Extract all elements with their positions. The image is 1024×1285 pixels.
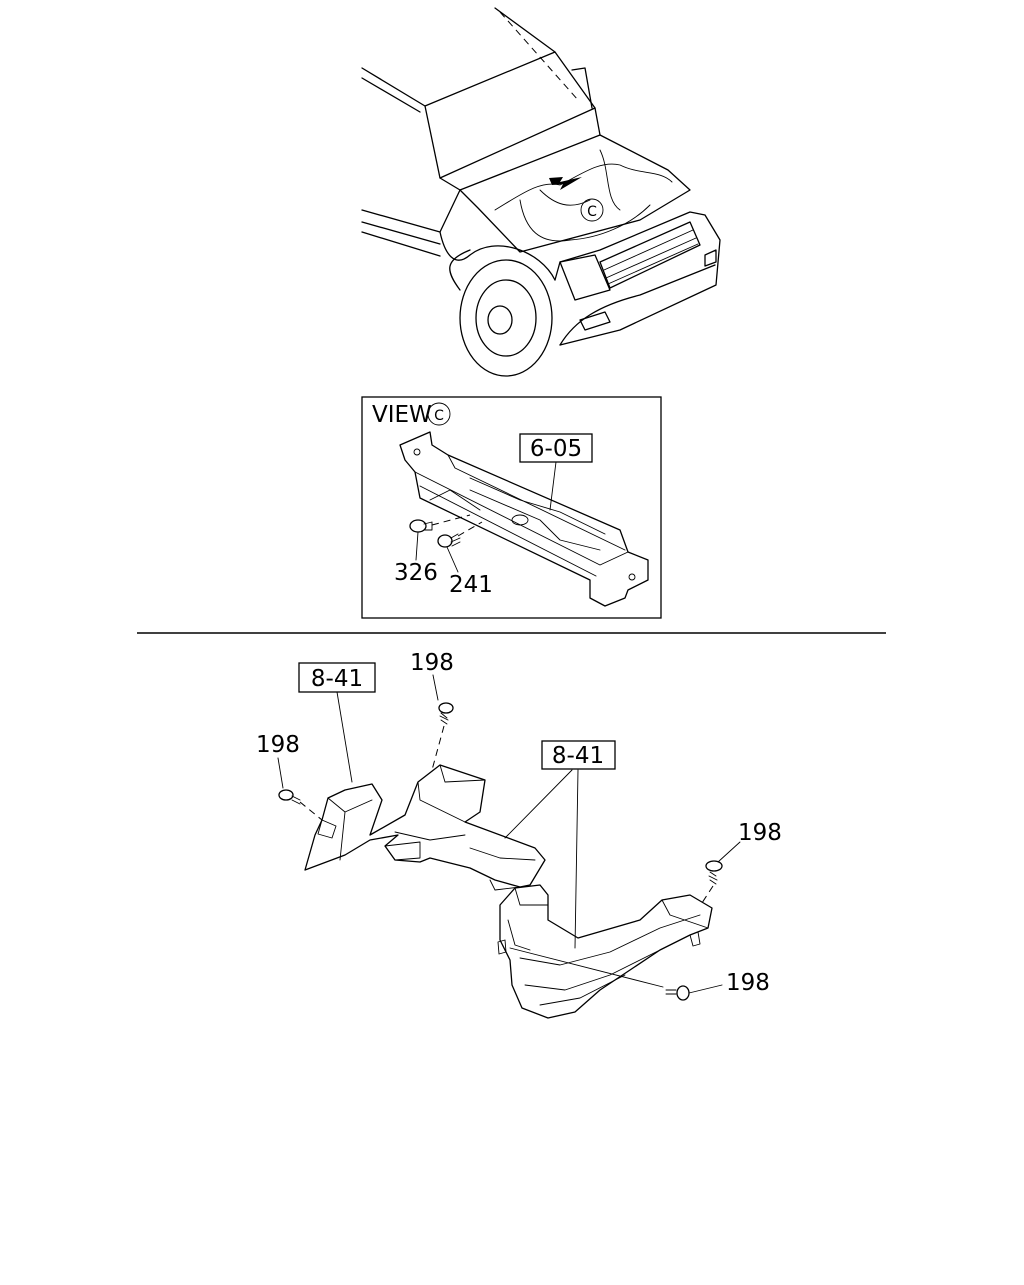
duct-right <box>497 884 713 1019</box>
fastener-top <box>431 674 454 771</box>
ref-cowl: 6-05 <box>530 436 582 462</box>
ref-box-duct-left <box>298 662 376 693</box>
view-marker-car: C <box>587 204 597 220</box>
ref-duct-left: 8-41 <box>311 666 363 692</box>
fastener-right <box>699 841 741 907</box>
part-clip: 326 <box>394 560 438 586</box>
vehicle-illustration: C <box>361 7 721 377</box>
duct-assembly: 8-41 8-41 198 198 198 <box>256 650 782 1019</box>
part-fastener-left: 198 <box>256 732 300 758</box>
fastener-bottom <box>509 947 723 1001</box>
part-fastener-right: 198 <box>738 820 782 846</box>
fastener-left <box>277 757 323 821</box>
part-screw: 241 <box>449 572 493 598</box>
cowl-panel <box>399 431 649 607</box>
screw-241 <box>437 521 483 573</box>
part-fastener-top: 198 <box>410 650 454 676</box>
view-c-inset: VIEW C 6-05 326 <box>361 396 662 619</box>
ref-box-duct-right <box>541 740 616 770</box>
view-marker-inset: C <box>434 408 444 424</box>
view-label: VIEW <box>372 402 432 428</box>
part-fastener-bottom: 198 <box>726 970 770 996</box>
duct-left <box>304 764 546 891</box>
ref-duct-right: 8-41 <box>552 743 604 769</box>
clip-326 <box>409 514 471 561</box>
